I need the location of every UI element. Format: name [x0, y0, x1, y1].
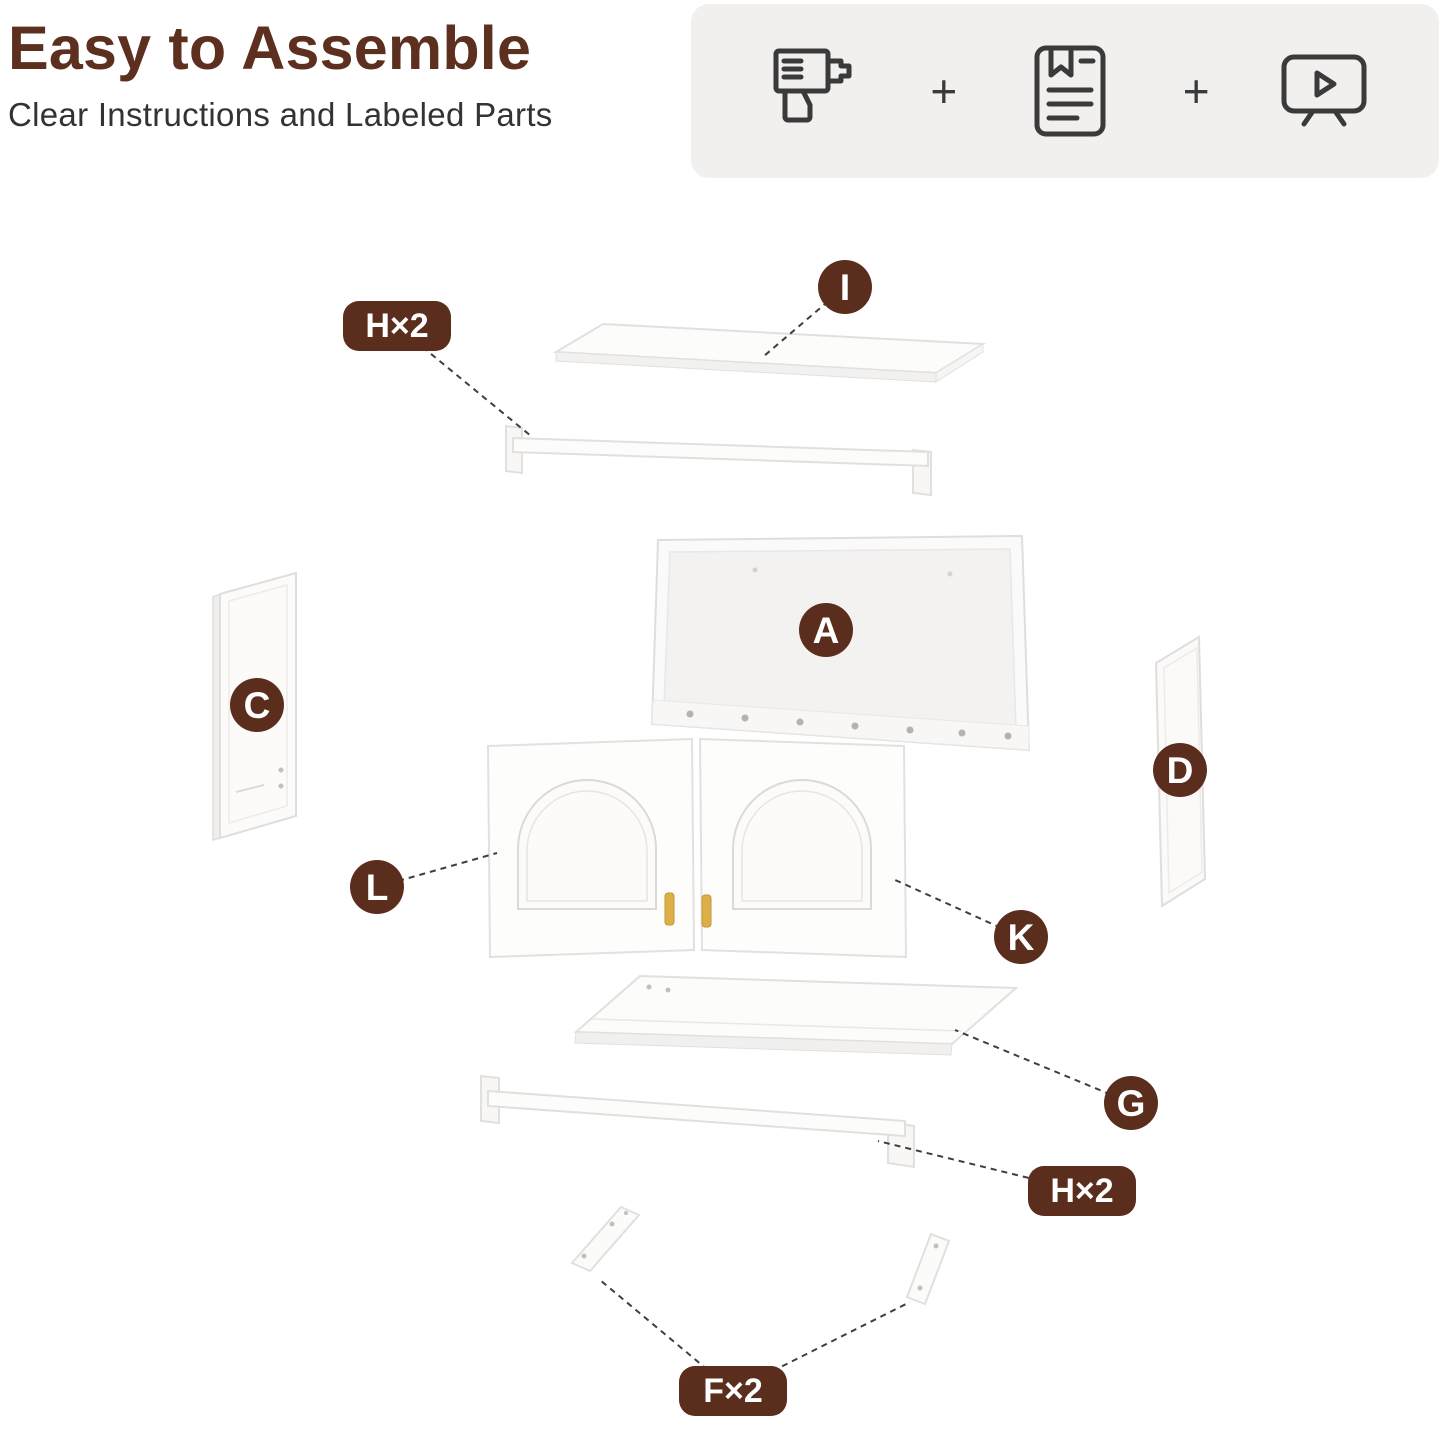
part-hanging-rail-top	[505, 424, 932, 497]
page-title: Easy to Assemble	[8, 14, 532, 82]
door-handle-right	[701, 894, 712, 928]
instruction-manual-icon	[1024, 40, 1116, 142]
connector-H-top	[396, 325, 532, 437]
part-top-panel	[552, 322, 987, 383]
drill-icon	[758, 35, 864, 147]
part-label-A: A	[799, 603, 853, 657]
connector-I	[763, 286, 846, 357]
part-door-left	[486, 737, 696, 959]
part-hanging-rail-bottom	[480, 1074, 915, 1169]
connector-L	[376, 852, 498, 888]
connector-G	[954, 1029, 1132, 1104]
plus-sign: +	[1182, 65, 1210, 117]
connector-F-left	[599, 1279, 734, 1392]
plus-sign: +	[930, 65, 958, 117]
part-door-right	[698, 737, 908, 959]
tools-panel: + +	[691, 4, 1439, 178]
part-label-H-bottom: H×2	[1028, 1166, 1136, 1216]
part-label-L: L	[350, 860, 404, 914]
part-label-C: C	[230, 678, 284, 732]
part-label-G: G	[1104, 1076, 1158, 1130]
part-label-D: D	[1153, 743, 1207, 797]
page-subtitle: Clear Instructions and Labeled Parts	[8, 96, 553, 134]
part-label-F: F×2	[679, 1366, 787, 1416]
part-label-I: I	[818, 260, 872, 314]
door-handle-left	[664, 892, 675, 926]
part-bracket-left	[570, 1205, 641, 1273]
part-label-K: K	[994, 910, 1048, 964]
header: Easy to Assemble Clear Instructions and …	[8, 16, 553, 134]
part-shelf	[573, 974, 1019, 1056]
video-tutorial-icon	[1276, 47, 1372, 135]
part-bracket-right	[905, 1232, 951, 1306]
part-label-H-top: H×2	[343, 301, 451, 351]
